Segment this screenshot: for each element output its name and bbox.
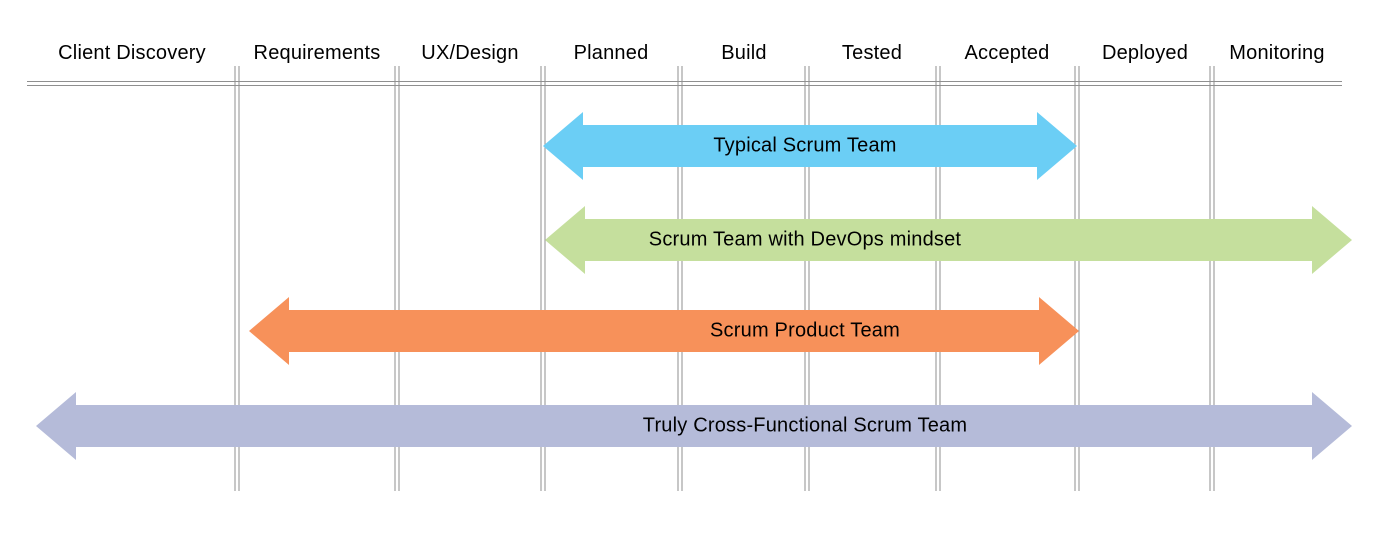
stage-divider-monitoring xyxy=(1209,66,1215,491)
stage-divider-accepted xyxy=(935,66,941,491)
stage-divider-planned xyxy=(540,66,546,491)
stage-label-monitoring: Monitoring xyxy=(1229,42,1325,64)
stage-label-tested: Tested xyxy=(841,42,903,64)
stage-label-build: Build xyxy=(721,42,767,64)
stage-label-requirements: Requirements xyxy=(253,42,381,64)
stage-label-planned: Planned xyxy=(573,42,649,64)
arrow-label-typical-scrum-team: Typical Scrum Team xyxy=(713,134,897,157)
stage-label-deployed: Deployed xyxy=(1101,42,1189,64)
timeline-axis-line xyxy=(27,81,1342,86)
arrow-label-scrum-product-team: Scrum Product Team xyxy=(710,319,900,342)
stage-divider-ux-design xyxy=(394,66,400,491)
stage-label-accepted: Accepted xyxy=(964,42,1050,64)
stage-divider-tested xyxy=(804,66,810,491)
stage-divider-requirements xyxy=(234,66,240,491)
stage-divider-deployed xyxy=(1074,66,1080,491)
arrow-label-truly-cross-functional-scrum-team: Truly Cross-Functional Scrum Team xyxy=(642,414,968,437)
arrow-label-scrum-team-with-devops-mindset: Scrum Team with DevOps mindset xyxy=(648,228,962,251)
stage-label-client-discovery: Client Discovery xyxy=(58,42,206,64)
stage-divider-build xyxy=(677,66,683,491)
stage-label-ux-design: UX/Design xyxy=(421,42,519,64)
arrow-scrum-product-team xyxy=(249,297,1079,365)
